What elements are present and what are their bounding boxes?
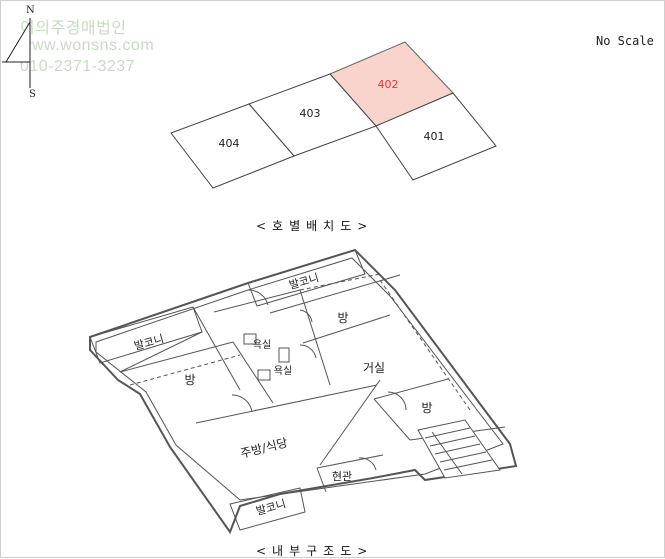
unit-403-label: 403 — [300, 107, 321, 120]
unit-layout-diagram — [170, 41, 497, 189]
unit-layout-caption: <호별배치도> — [256, 219, 374, 233]
unit-404-label: 404 — [219, 137, 240, 150]
room-balcony-left: 발코니 — [133, 332, 166, 353]
watermark-phone: 010-2371-3237 — [20, 58, 136, 75]
room-bedroom-left: 방 — [184, 373, 195, 387]
room-kitchen-dining: 주방/식당 — [239, 435, 289, 460]
scale-note: No Scale — [596, 34, 654, 48]
compass-south-label: S — [29, 89, 36, 100]
compass-north-label: N — [26, 5, 35, 16]
compass-arrow-icon — [2, 18, 31, 88]
floor-plan-caption: <내부구조도> — [256, 544, 374, 558]
room-living-room: 거실 — [363, 361, 385, 375]
room-bedroom-right: 방 — [421, 401, 432, 415]
room-bathroom-2: 욕실 — [274, 365, 292, 377]
unit-401 — [375, 92, 497, 181]
room-bedroom-top: 방 — [337, 311, 348, 325]
watermark-website: www.wonsns.com — [20, 37, 155, 54]
room-entrance: 현관 — [332, 470, 352, 483]
floor-plan-diagram — [89, 248, 518, 535]
stairs — [417, 419, 501, 479]
unit-402-label: 402 — [378, 78, 399, 91]
unit-401-label: 401 — [424, 130, 445, 143]
unit-404 — [170, 103, 295, 189]
watermark-company: 이의주경매법인 — [20, 20, 127, 37]
room-bathroom-1: 욕실 — [253, 339, 271, 351]
